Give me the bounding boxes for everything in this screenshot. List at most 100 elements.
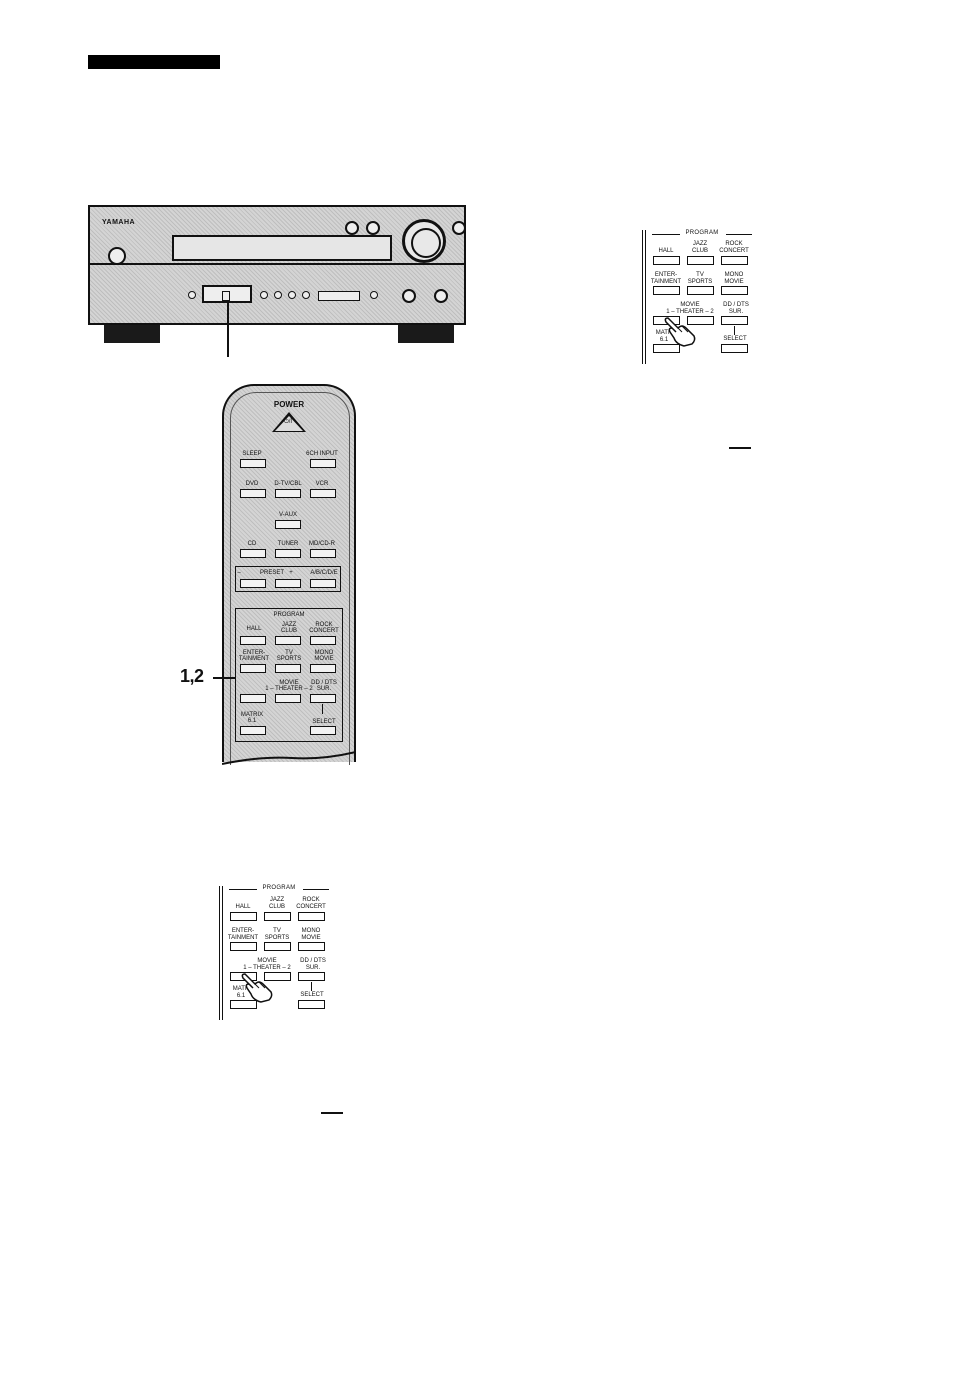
step-callout-line (213, 677, 235, 679)
rock-concert-button (298, 912, 325, 921)
mono-movie-button (298, 942, 325, 951)
remote-label: TUNER (277, 541, 299, 547)
title-rule (652, 234, 680, 235)
power-button-face (275, 416, 303, 431)
receiver-callout-line (227, 300, 229, 357)
panel-border-line (219, 886, 220, 1020)
panel-label: JAZZ CLUB (268, 897, 285, 910)
hall-button (653, 256, 680, 265)
title-rule (303, 889, 329, 890)
select-connector-line (322, 704, 323, 714)
program-title: PROGRAM (262, 885, 296, 891)
movie-theater-2-button (687, 316, 714, 325)
panel-label: SELECT (723, 336, 747, 342)
panel-border-line (642, 230, 643, 364)
hall-button (240, 636, 266, 645)
panel-label: MATR 6.1 (232, 986, 250, 999)
remote-label: + (289, 570, 293, 576)
volume-knob-icon (402, 219, 446, 263)
remote-label: JAZZ CLUB (280, 622, 297, 634)
select-button (721, 344, 748, 353)
receiver-button-icon (302, 291, 310, 299)
step-callout-label: 1,2 (180, 666, 204, 686)
preset-minus-button (240, 579, 266, 588)
effect-knob-icon (452, 221, 466, 235)
panel-label: ENTER- TAINMENT (650, 272, 682, 285)
panel-label: MONO MOVIE (301, 928, 321, 941)
receiver-foot (104, 325, 160, 343)
program-title: PROGRAM (685, 230, 719, 236)
matrix-button (230, 1000, 257, 1009)
title-rule (229, 889, 257, 890)
panel-label: ROCK CONCERT (719, 241, 749, 254)
section-header-bar (88, 55, 220, 69)
movie-theater-2-button (275, 694, 301, 703)
select-connector-line (734, 326, 735, 335)
input-knob-icon (345, 221, 359, 235)
preset-group (235, 566, 341, 592)
panel-label: HALL (658, 248, 674, 254)
panel-label: DD / DTS SUR. (300, 958, 326, 971)
receiver-slider (318, 291, 360, 301)
preset-abcde-button (310, 579, 336, 588)
rock-concert-button (721, 256, 748, 265)
pointing-hand-icon (241, 973, 273, 1003)
tv-sports-button (687, 286, 714, 295)
remote-label: SLEEP (242, 451, 262, 457)
remote-label: – (237, 570, 241, 576)
jazz-club-button (275, 636, 301, 645)
program-panel-bottom: PROGRAM HALL JAZZ CLUB ROCK CONCERT ENTE… (219, 882, 331, 1022)
pointing-hand-icon (664, 317, 696, 347)
panel-label: HALL (235, 904, 251, 910)
remote-label: DVD (245, 481, 259, 487)
program-title: PROGRAM (273, 612, 305, 618)
remote-label: PRESET (259, 570, 284, 576)
select-button (298, 1000, 325, 1009)
receiver-foot (398, 325, 454, 343)
tuner-button (275, 549, 301, 558)
receiver-button-icon (288, 291, 296, 299)
matrix-button (653, 344, 680, 353)
select-connector-line (311, 982, 312, 991)
mono-movie-button (310, 664, 336, 673)
remote-label: CD (247, 541, 257, 547)
remote-label: MOVIE 1 – THEATER – 2 (265, 680, 313, 692)
md-cdr-button (310, 549, 336, 558)
program-panel-top: PROGRAM HALL JAZZ CLUB ROCK CONCERT ENTE… (642, 224, 754, 366)
panel-label: MOVIE 1 – THEATER – 2 (666, 302, 714, 315)
panel-label: TV SPORTS (264, 928, 290, 941)
receiver-divider (90, 263, 464, 265)
cd-button (240, 549, 266, 558)
remote-label: SELECT (312, 719, 336, 725)
panel-label: MONO MOVIE (724, 272, 744, 285)
select-button (310, 726, 336, 735)
remote-label: V-AUX (278, 512, 297, 518)
remote-label: TV SPORTS (276, 650, 302, 662)
entertainment-button (240, 664, 266, 673)
receiver-button-icon (274, 291, 282, 299)
panel-label: MATR 6.1 (655, 330, 673, 343)
remote-label: ENTER- TAINMENT (238, 650, 270, 662)
note-underline (729, 447, 751, 449)
remote-program-panel (235, 608, 343, 742)
matrix-button (240, 726, 266, 735)
dd-dts-sur-button (310, 694, 336, 703)
tv-sports-button (264, 942, 291, 951)
panel-label: DD / DTS SUR. (723, 302, 749, 315)
remote-label: MD/CD-R (309, 541, 335, 547)
receiver-button-icon (370, 291, 378, 299)
movie-theater-1-button (240, 694, 266, 703)
remote-label: D-TV/CBL (274, 481, 302, 487)
treble-knob-icon (434, 289, 448, 303)
bass-knob-icon (402, 289, 416, 303)
hall-button (230, 912, 257, 921)
dd-dts-sur-button (298, 972, 325, 981)
receiver-power-button (108, 247, 126, 265)
remote-inner-outline (230, 392, 350, 765)
entertainment-button (230, 942, 257, 951)
6ch-input-button (310, 459, 336, 468)
remote-label: MATRIX 6.1 (240, 712, 264, 724)
entertainment-button (653, 286, 680, 295)
dtv-cbl-button (275, 489, 301, 498)
panel-label: SELECT (300, 992, 324, 998)
